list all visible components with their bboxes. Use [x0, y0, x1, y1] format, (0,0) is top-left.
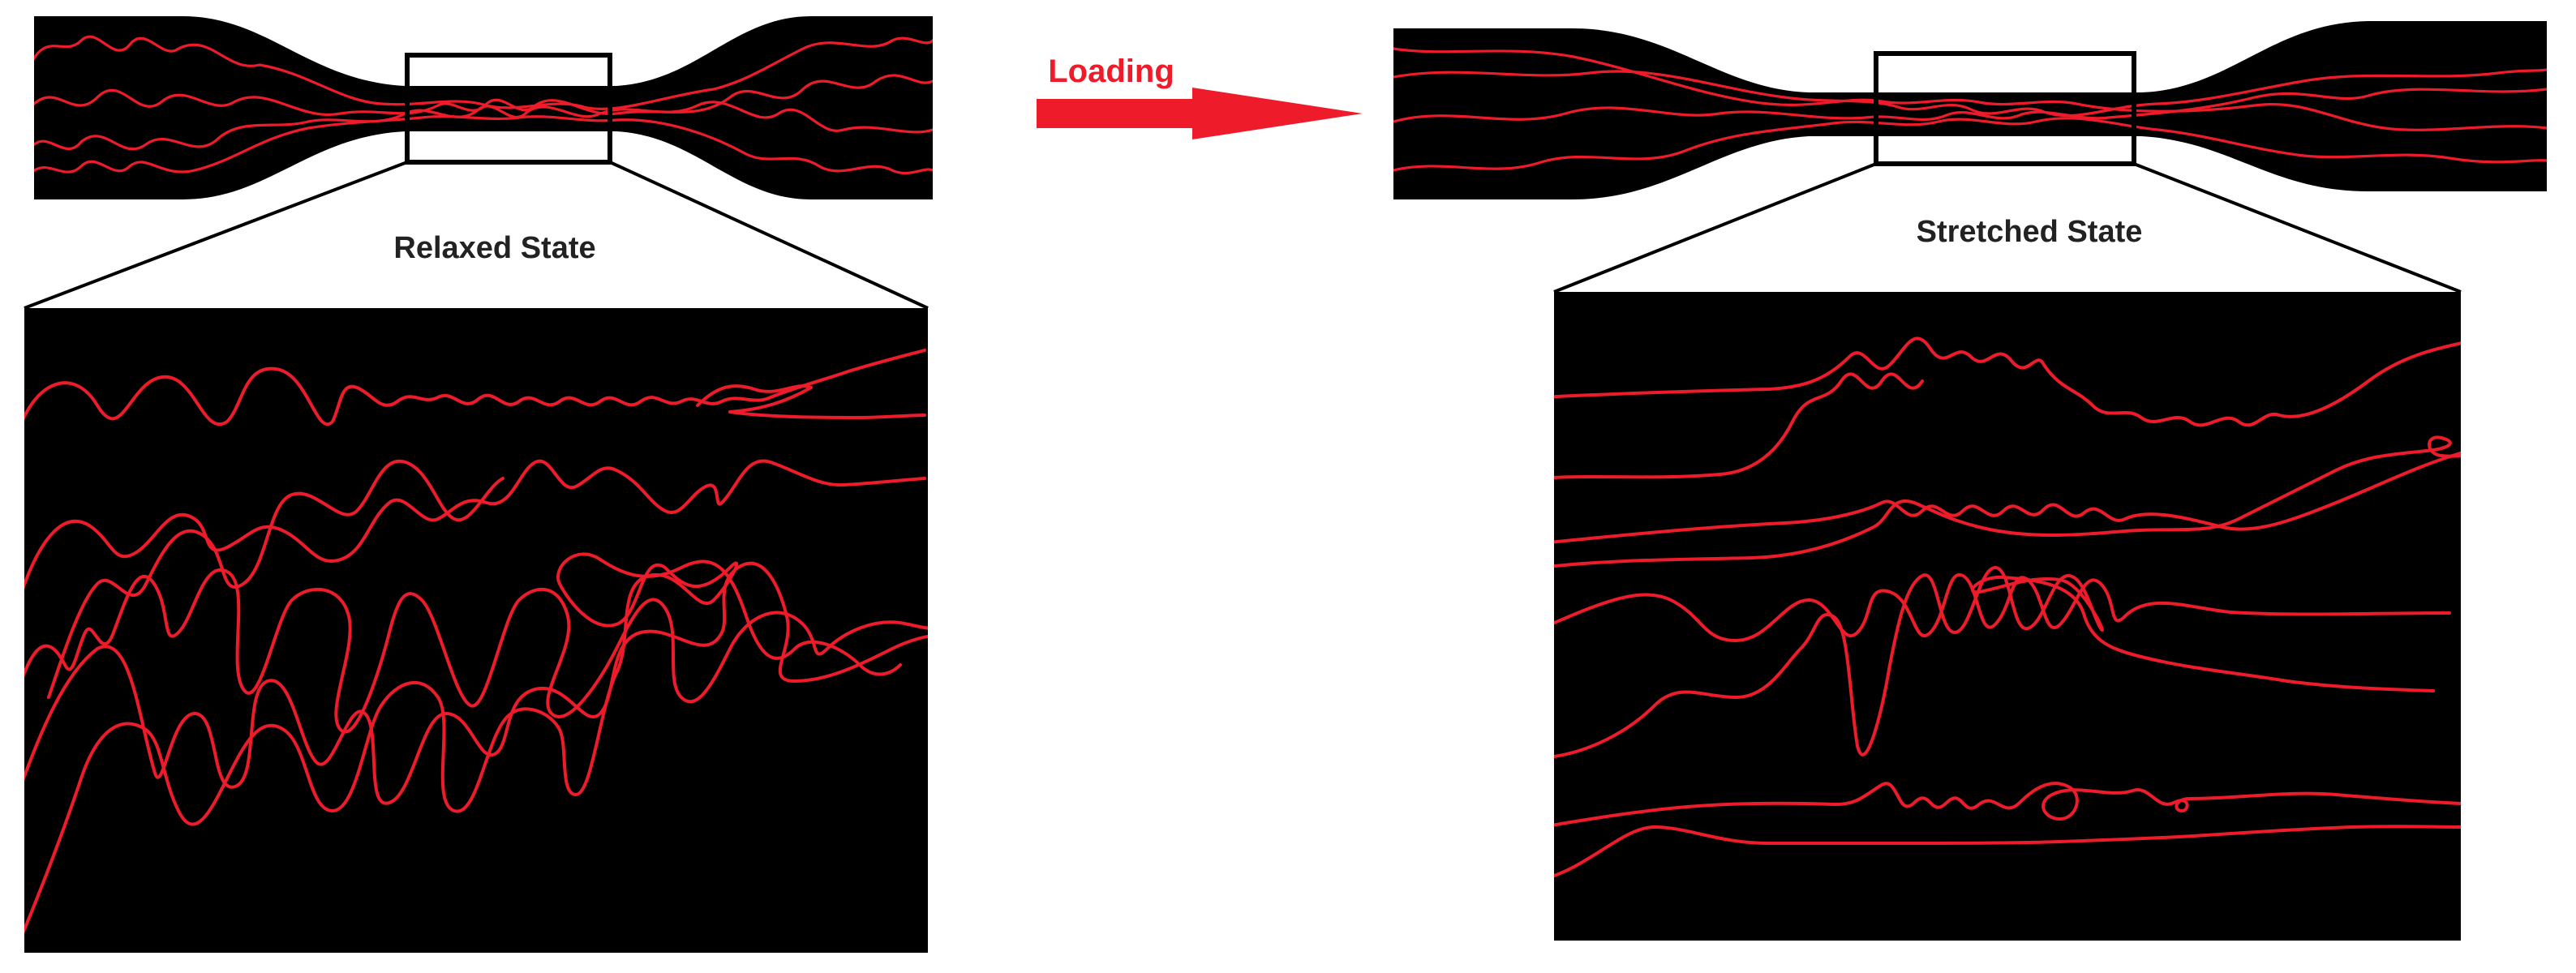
stretched-zoom-fiber-5	[1554, 572, 2451, 642]
relaxed-zoom-fiber-5	[24, 561, 928, 805]
relaxed-zoom-frame	[405, 53, 612, 165]
stretched-zoom-fiber-7	[1554, 782, 2461, 827]
stretched-zoom-frame	[1874, 51, 2136, 166]
relaxed-zoom-fiber-3	[24, 459, 926, 589]
stretched-zoom-background	[1554, 292, 2461, 941]
stretched-fiber-3	[1393, 117, 2547, 172]
relaxed-connector-right	[609, 161, 929, 310]
relaxed-specimen	[34, 16, 933, 199]
stretched-fiber-4	[1393, 47, 2547, 131]
stretched-zoom-fibers	[1554, 336, 2461, 878]
stretched-zoom-fiber-1	[1554, 336, 2461, 427]
stretched-specimen	[1393, 21, 2547, 199]
stretched-specimen-fibers	[1393, 47, 2547, 172]
relaxed-specimen-fibers	[34, 35, 933, 175]
loading-arrow-shape	[1037, 88, 1363, 139]
stretched-zoom-fiber-6	[1554, 566, 2435, 759]
stretched-fiber-2	[1393, 88, 2547, 123]
relaxed-zoom-fiber-4	[24, 568, 928, 734]
relaxed-zoom-background	[24, 308, 928, 953]
stretched-zoom-fiber-4	[1554, 435, 2461, 568]
relaxed-fiber-1	[34, 35, 933, 110]
relaxed-zoom-fibers	[24, 349, 928, 934]
relaxed-zoom-fiber-6	[24, 552, 902, 934]
relaxed-zoom-fiber-1	[24, 349, 926, 426]
relaxed-zoom-fiber-7	[47, 459, 504, 699]
relaxed-state-label: Relaxed State	[393, 231, 596, 265]
stretched-zoom-fiber-2	[1554, 372, 1924, 479]
relaxed-zoom-panel	[24, 308, 928, 953]
stretched-zoom-fiber-3	[1554, 451, 2461, 544]
stretched-connector-left	[1553, 162, 1877, 294]
stretched-state-label: Stretched State	[1916, 215, 2143, 249]
loading-arrow	[1037, 88, 1363, 139]
relaxed-fiber-4	[34, 114, 933, 175]
loading-label: Loading	[1048, 54, 1174, 89]
relaxed-connector-left	[24, 161, 408, 310]
stretched-connector-right	[2133, 162, 2462, 294]
relaxed-fiber-3	[34, 101, 933, 151]
stretched-zoom-panel	[1554, 292, 2461, 941]
stretched-zoom-fiber-8	[1554, 825, 2461, 878]
relaxed-zoom-fiber-2	[696, 384, 926, 419]
